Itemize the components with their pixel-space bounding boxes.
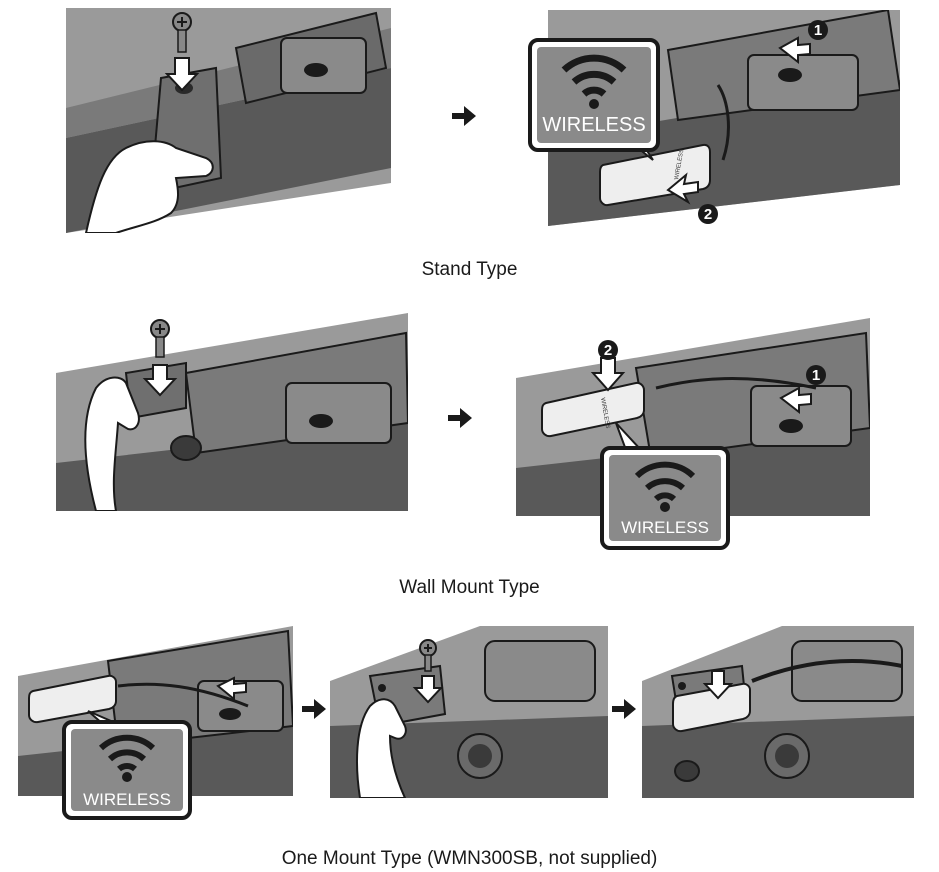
hand-icon — [84, 140, 214, 233]
step-number-1: 1 — [812, 367, 820, 384]
screw-icon — [150, 319, 170, 358]
down-arrow-icon — [142, 364, 178, 397]
wall-step1-svg — [56, 313, 408, 511]
hand-icon — [356, 698, 407, 798]
onemount-step2-illustration — [330, 626, 608, 798]
step-number-2: 2 — [704, 206, 712, 223]
wireless-dongle: WIRELESS — [541, 381, 645, 438]
wireless-callout-label: WIRELESS — [621, 518, 709, 537]
wireless-dongle — [672, 682, 751, 733]
step-number-2: 2 — [604, 342, 612, 359]
onemount-step3-illustration — [642, 626, 914, 798]
dongle-label: WIRELESS — [674, 149, 685, 181]
stand-step1-illustration — [66, 8, 391, 233]
right-arrow-icon — [612, 699, 636, 719]
stand-step2-svg: WIRELESS 1 2 WIRELESS — [528, 10, 900, 226]
wireless-callout-label: WIRELESS — [542, 114, 645, 136]
wifi-icon — [98, 734, 156, 782]
wall-step2-svg: WIRELESS 1 2 WIRELESS — [516, 318, 870, 550]
caption-wall-mount-type: Wall Mount Type — [399, 577, 540, 598]
wireless-callout: WIRELESS — [528, 38, 660, 161]
right-arrow-icon — [452, 106, 476, 126]
wall-step2-illustration: WIRELESS 1 2 WIRELESS — [516, 318, 870, 550]
right-arrow-icon — [302, 699, 326, 719]
stand-step2-illustration: WIRELESS 1 2 WIRELESS — [528, 10, 900, 226]
down-arrow-icon — [412, 675, 444, 704]
hand-icon — [84, 376, 140, 511]
wifi-icon — [634, 461, 696, 512]
onemount-step3-svg — [642, 626, 914, 798]
right-arrow-icon — [448, 408, 472, 428]
wireless-callout-label: WIRELESS — [83, 790, 171, 809]
wall-step1-illustration — [56, 313, 408, 511]
wireless-callout: WIRELESS — [62, 710, 192, 820]
wireless-dongle — [28, 674, 117, 724]
stand-step1-svg — [66, 8, 391, 233]
dongle-label: WIRELESS — [599, 397, 610, 429]
screw-icon — [172, 12, 192, 53]
onemount-step1-illustration: WIRELESS — [18, 626, 293, 821]
wireless-callout: WIRELESS — [600, 422, 730, 550]
onemount-step2-svg — [330, 626, 608, 798]
screw-icon — [419, 639, 437, 672]
caption-stand-type: Stand Type — [421, 259, 518, 280]
step-number-1: 1 — [814, 22, 822, 39]
caption-one-mount-type: One Mount Type (WMN300SB, not supplied) — [281, 848, 658, 869]
onemount-step1-svg: WIRELESS — [18, 626, 293, 820]
down-arrow-icon — [164, 57, 200, 92]
wifi-icon — [561, 54, 627, 109]
